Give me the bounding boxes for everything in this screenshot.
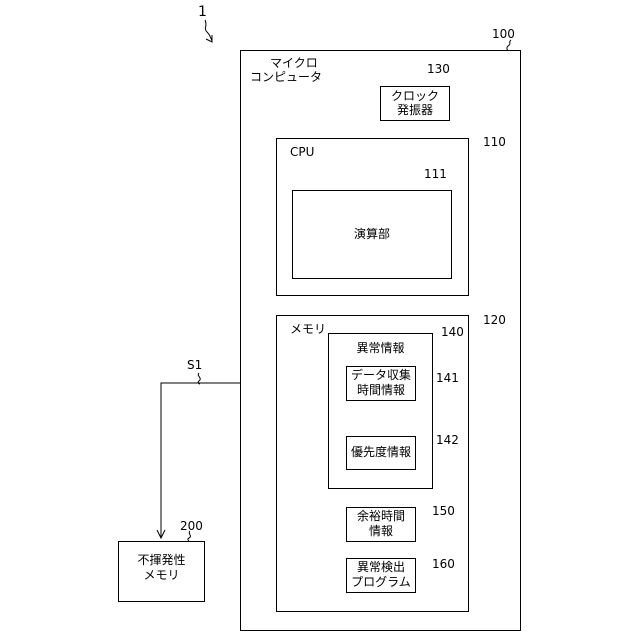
abnormality-detection-program-line2: プログラム [346,575,416,590]
clock-ref: 130 [427,62,450,76]
spare-time-info-line2: 情報 [346,524,416,539]
microcomputer-ref: 100 [492,27,515,41]
spare-time-info-line1: 余裕時間 [346,509,416,524]
memory-ref: 120 [483,313,506,327]
spare-time-info-ref: 150 [432,504,455,518]
microcomputer-label-line2: コンピュータ [250,70,322,85]
data-collection-time-ref: 141 [436,371,459,385]
figure-ref: 1 [198,5,207,19]
cpu-ref: 110 [483,135,506,149]
priority-info-label: 優先度情報 [346,445,416,460]
abnormality-info-label: 異常情報 [328,341,433,356]
abnormality-detection-program-ref: 160 [432,557,455,571]
data-collection-time-line1: データ収集 [346,368,416,383]
priority-info-ref: 142 [436,433,459,447]
abnormality-detection-program-line1: 異常検出 [346,560,416,575]
cpu-label: CPU [290,145,314,160]
s1-leader [198,373,200,384]
nonvolatile-memory-line2: メモリ [118,568,205,583]
data-collection-time-line2: 時間情報 [346,383,416,398]
signal-line-label: S1 [187,358,202,372]
microcomputer-label-line1: マイクロ [270,56,318,71]
clock-label-line1: クロック [380,89,450,104]
memory-label: メモリ [290,322,326,337]
abnormality-info-ref: 140 [441,325,464,339]
figure-ref-arrow [205,20,212,41]
nonvolatile-memory-ref: 200 [180,519,203,533]
arithmetic-unit-ref: 111 [424,167,447,181]
nonvolatile-memory-line1: 不揮発性 [118,553,205,568]
arithmetic-unit-label: 演算部 [292,227,452,242]
clock-label-line2: 発振器 [380,103,450,118]
